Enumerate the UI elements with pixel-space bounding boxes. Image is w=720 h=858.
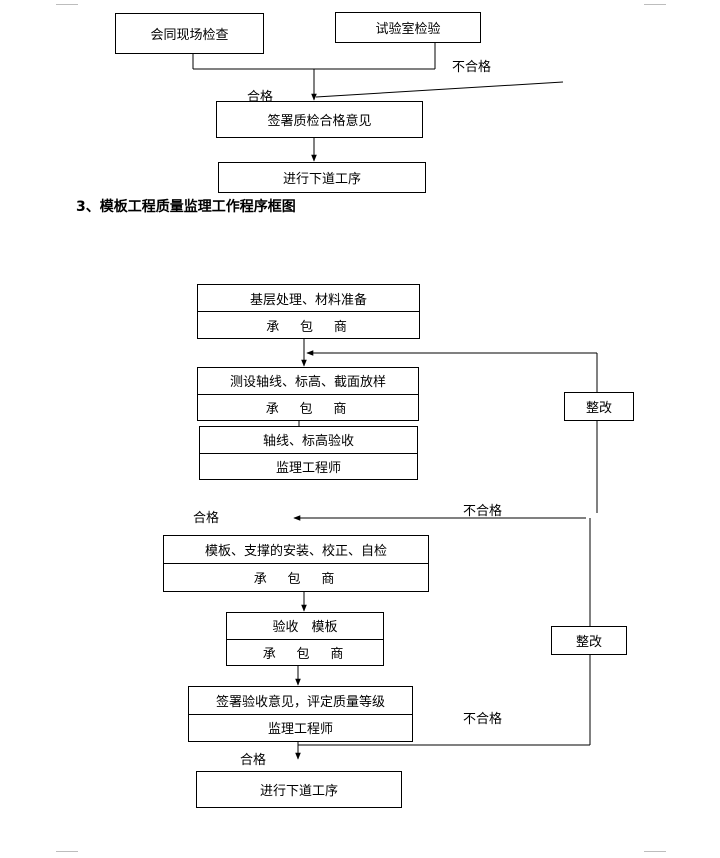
pass-label-2: 合格 xyxy=(240,753,267,768)
lab-test-box: 试验室检验 xyxy=(335,12,481,43)
page-corner-mark xyxy=(56,851,78,852)
top-next-process-label: 进行下道工序 xyxy=(282,172,361,187)
step-axis-acceptance: 轴线、标高验收 监理工程师 xyxy=(199,426,418,480)
rectify-label: 整改 xyxy=(585,401,612,416)
step-role: 承 包 商 xyxy=(198,393,418,421)
lab-test-label: 试验室检验 xyxy=(375,22,441,37)
page-corner-mark xyxy=(644,851,666,852)
rectify-box-2: 整改 xyxy=(551,626,627,655)
step-axis-setout: 测设轴线、标高、截面放样 承 包 商 xyxy=(197,367,419,421)
section-heading: 3、模板工程质量监理工作程序框图 xyxy=(76,199,296,215)
step-formwork-install: 模板、支撑的安装、校正、自检 承 包 商 xyxy=(163,535,429,592)
step-title: 基层处理、材料准备 xyxy=(249,292,367,308)
step-formwork-acceptance: 验收 模板 承 包 商 xyxy=(226,612,384,666)
step-base-preparation: 基层处理、材料准备 承 包 商 xyxy=(197,284,420,339)
step-role: 监理工程师 xyxy=(189,713,412,742)
joint-inspection-box: 会同现场检查 xyxy=(115,13,264,54)
fail-label-2: 不合格 xyxy=(463,712,503,727)
step-sign-acceptance: 签署验收意见，评定质量等级 监理工程师 xyxy=(188,686,413,742)
page-corner-mark xyxy=(644,4,666,5)
pass-label-1: 合格 xyxy=(193,511,220,526)
step-role: 承 包 商 xyxy=(164,563,428,591)
fail-label-1: 不合格 xyxy=(463,504,503,519)
final-next-process-label: 进行下道工序 xyxy=(259,784,338,799)
final-next-process-box: 进行下道工序 xyxy=(196,771,402,808)
top-next-process-box: 进行下道工序 xyxy=(218,162,426,193)
step-role: 承 包 商 xyxy=(198,311,419,338)
page-corner-mark xyxy=(56,4,78,5)
step-title: 轴线、标高验收 xyxy=(262,434,354,450)
step-title: 验收 模板 xyxy=(272,620,338,636)
top-fail-label: 不合格 xyxy=(452,60,492,75)
step-role: 监理工程师 xyxy=(200,452,417,480)
sign-opinion-label: 签署质检合格意见 xyxy=(267,114,372,129)
step-role: 承 包 商 xyxy=(227,638,383,666)
rectify-box-1: 整改 xyxy=(564,392,634,421)
rectify-label: 整改 xyxy=(575,635,602,650)
step-title: 签署验收意见，评定质量等级 xyxy=(215,694,385,710)
joint-inspection-label: 会同现场检查 xyxy=(150,28,229,43)
step-title: 测设轴线、标高、截面放样 xyxy=(229,375,386,391)
sign-opinion-box: 签署质检合格意见 xyxy=(216,101,423,138)
step-title: 模板、支撑的安装、校正、自检 xyxy=(204,544,387,559)
